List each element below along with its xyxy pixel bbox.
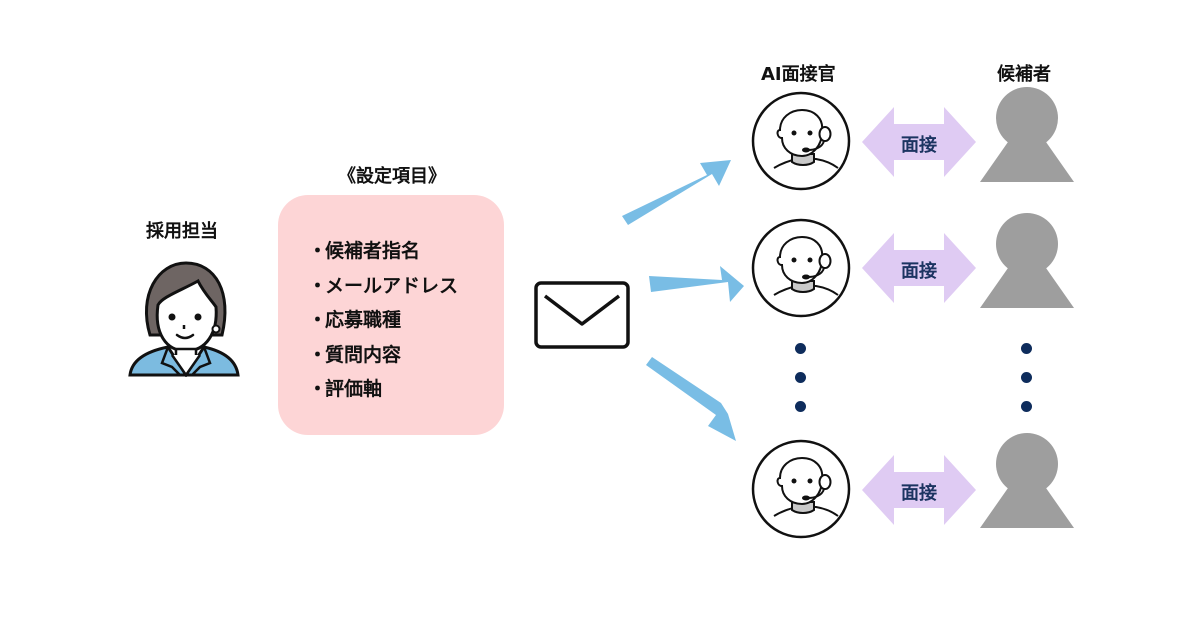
- distribution-arrows: [622, 160, 744, 441]
- settings-list: ・候補者指名 ・メールアドレス ・応募職種 ・質問内容 ・評価軸: [308, 234, 458, 407]
- interview-label: 面接: [901, 135, 937, 156]
- interview-label: 面接: [901, 261, 937, 282]
- ai-interviewer-icon: [750, 217, 852, 319]
- ellipsis-dot: [1021, 401, 1032, 412]
- ellipsis-dot: [795, 401, 806, 412]
- settings-box: ・候補者指名 ・メールアドレス ・応募職種 ・質問内容 ・評価軸: [278, 195, 504, 435]
- candidate-icon: [980, 86, 1074, 182]
- ellipsis-dot: [1021, 343, 1032, 354]
- candidate-label: 候補者: [997, 64, 1051, 85]
- ellipsis-dot: [795, 372, 806, 383]
- envelope-icon: [534, 281, 630, 349]
- interview-label: 面接: [901, 483, 937, 504]
- settings-item: ・メールアドレス: [308, 274, 459, 297]
- arrow-to-ai-1: [622, 160, 731, 225]
- settings-item: ・応募職種: [308, 309, 402, 331]
- recruiter-avatar-icon: [128, 261, 240, 377]
- settings-item: ・質問内容: [308, 343, 402, 366]
- settings-title: 《設定項目》: [338, 166, 446, 187]
- ai-interviewer-icon: [750, 90, 852, 192]
- arrow-to-ai-2: [649, 266, 744, 302]
- ai-interviewer-label: AI面接官: [761, 64, 836, 85]
- settings-item: ・候補者指名: [308, 240, 421, 262]
- ai-interviewer-icon: [750, 438, 852, 540]
- ellipsis-dot: [1021, 372, 1032, 383]
- ellipsis-dot: [795, 343, 806, 354]
- candidate-icon: [980, 432, 1074, 528]
- recruiter-label: 採用担当: [146, 221, 218, 242]
- settings-item: ・評価軸: [308, 378, 383, 400]
- arrow-to-ai-3: [646, 357, 736, 441]
- candidate-icon: [980, 212, 1074, 308]
